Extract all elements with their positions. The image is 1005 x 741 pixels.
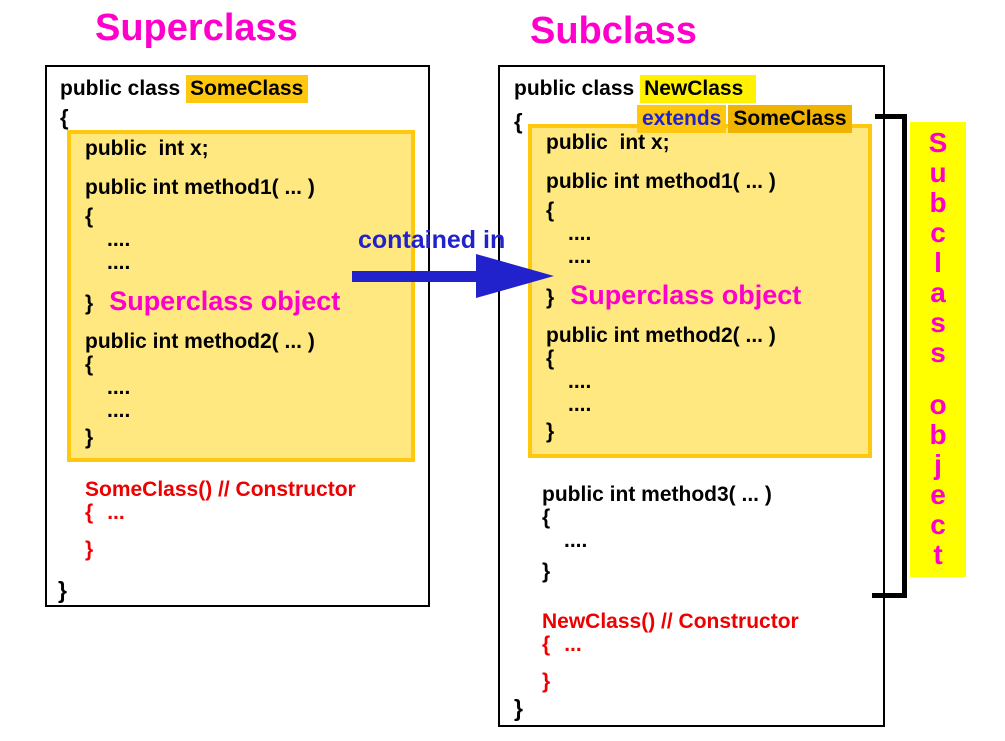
class-open-brace: {	[514, 109, 523, 134]
subclass-name-highlight: NewClass	[640, 75, 757, 103]
code-dots: ....	[107, 251, 131, 274]
vertical-letter: S	[928, 127, 948, 158]
contained-in-label: contained in	[358, 226, 506, 254]
subclass-declaration: public class NewClass	[514, 75, 757, 103]
superclass-name-highlight: SomeClass	[186, 75, 309, 103]
method1-signature: public int method1( ... )	[546, 170, 776, 193]
constructor-open-brace: {	[85, 501, 94, 524]
inherited-superclass-object-box: public int x; public int method1( ... ) …	[528, 124, 872, 458]
method2-signature: public int method2( ... )	[546, 324, 776, 347]
vertical-letter: a	[930, 277, 946, 308]
class-keyword-text: public class	[514, 77, 641, 100]
extends-keyword-highlight: extends	[637, 105, 727, 133]
superclass-box: public class SomeClass { public int x; p…	[45, 65, 430, 607]
constructor-signature: SomeClass() // Constructor	[85, 478, 356, 501]
code-dots: ....	[568, 222, 592, 245]
constructor-close-brace: }	[85, 538, 94, 561]
constructor-body: {...	[542, 633, 799, 656]
constructor-signature: NewClass() // Constructor	[542, 610, 799, 633]
vertical-letter: b	[929, 187, 947, 218]
contained-in-arrow-icon	[476, 254, 554, 298]
code-dots: ....	[568, 245, 592, 268]
extends-superclass-highlight: SomeClass	[728, 105, 852, 133]
vertical-letter: s	[930, 337, 946, 368]
method2-signature: public int method2( ... )	[85, 330, 315, 353]
class-close-brace: }	[514, 695, 523, 721]
vertical-letter: t	[933, 539, 943, 570]
method2-open-brace: {	[546, 347, 555, 370]
bracket-top-tick	[875, 114, 907, 119]
class-close-brace: }	[58, 577, 67, 603]
vertical-letter: j	[934, 449, 942, 480]
method2-close-brace: }	[85, 426, 94, 449]
method2-close-brace: }	[546, 420, 555, 443]
code-dots: ....	[568, 393, 592, 416]
bracket-vertical-line	[902, 114, 907, 598]
vertical-letter: o	[929, 389, 947, 420]
method2-open-brace: {	[85, 353, 94, 376]
superclass-object-label: Superclass object	[570, 280, 802, 310]
constructor-dots: ...	[564, 633, 582, 656]
superclass-declaration: public class SomeClass	[60, 75, 309, 103]
bracket-bottom-tick	[872, 593, 907, 598]
method3-signature: public int method3( ... )	[542, 483, 772, 506]
code-dots: ....	[568, 370, 592, 393]
method1-close-brace: }	[85, 292, 94, 315]
vertical-letter: c	[930, 509, 946, 540]
code-dots: ....	[564, 529, 588, 552]
contained-in-arrow-shaft	[352, 271, 478, 282]
method3-block: public int method3( ... ) { .... }	[542, 483, 772, 583]
vertical-letter: b	[929, 419, 947, 450]
method1-open-brace: {	[546, 199, 555, 222]
constructor-body: {...	[85, 501, 356, 524]
vertical-letter: s	[930, 307, 946, 338]
field-declaration: public int x;	[85, 137, 209, 160]
vertical-letter: e	[930, 479, 946, 510]
superclass-constructor: SomeClass() // Constructor {... }	[85, 478, 356, 561]
vertical-letter: l	[934, 247, 942, 278]
method1-signature: public int method1( ... )	[85, 176, 315, 199]
code-dots: ....	[107, 399, 131, 422]
field-declaration: public int x;	[546, 131, 670, 154]
subclass-constructor: NewClass() // Constructor {... }	[542, 610, 799, 693]
code-dots: ....	[107, 376, 131, 399]
vertical-letter: c	[930, 217, 946, 248]
superclass-title: Superclass	[95, 7, 298, 49]
subclass-title: Subclass	[530, 10, 697, 52]
method1-close-line: }Superclass object	[546, 280, 868, 310]
superclass-object-inner-box: public int x; public int method1( ... ) …	[67, 130, 415, 462]
constructor-dots: ...	[107, 501, 125, 524]
superclass-object-label: Superclass object	[109, 286, 341, 316]
method3-open-brace: {	[542, 506, 551, 529]
class-open-brace: {	[60, 105, 69, 130]
code-dots: ....	[107, 228, 131, 251]
method1-open-brace: {	[85, 205, 94, 228]
method1-close-line: } Superclass object	[85, 286, 411, 316]
constructor-close-brace: }	[542, 670, 551, 693]
class-keyword-text: public class	[60, 77, 187, 100]
vertical-letter: u	[929, 157, 947, 188]
method3-close-brace: }	[542, 560, 551, 583]
constructor-open-brace: {	[542, 633, 551, 656]
